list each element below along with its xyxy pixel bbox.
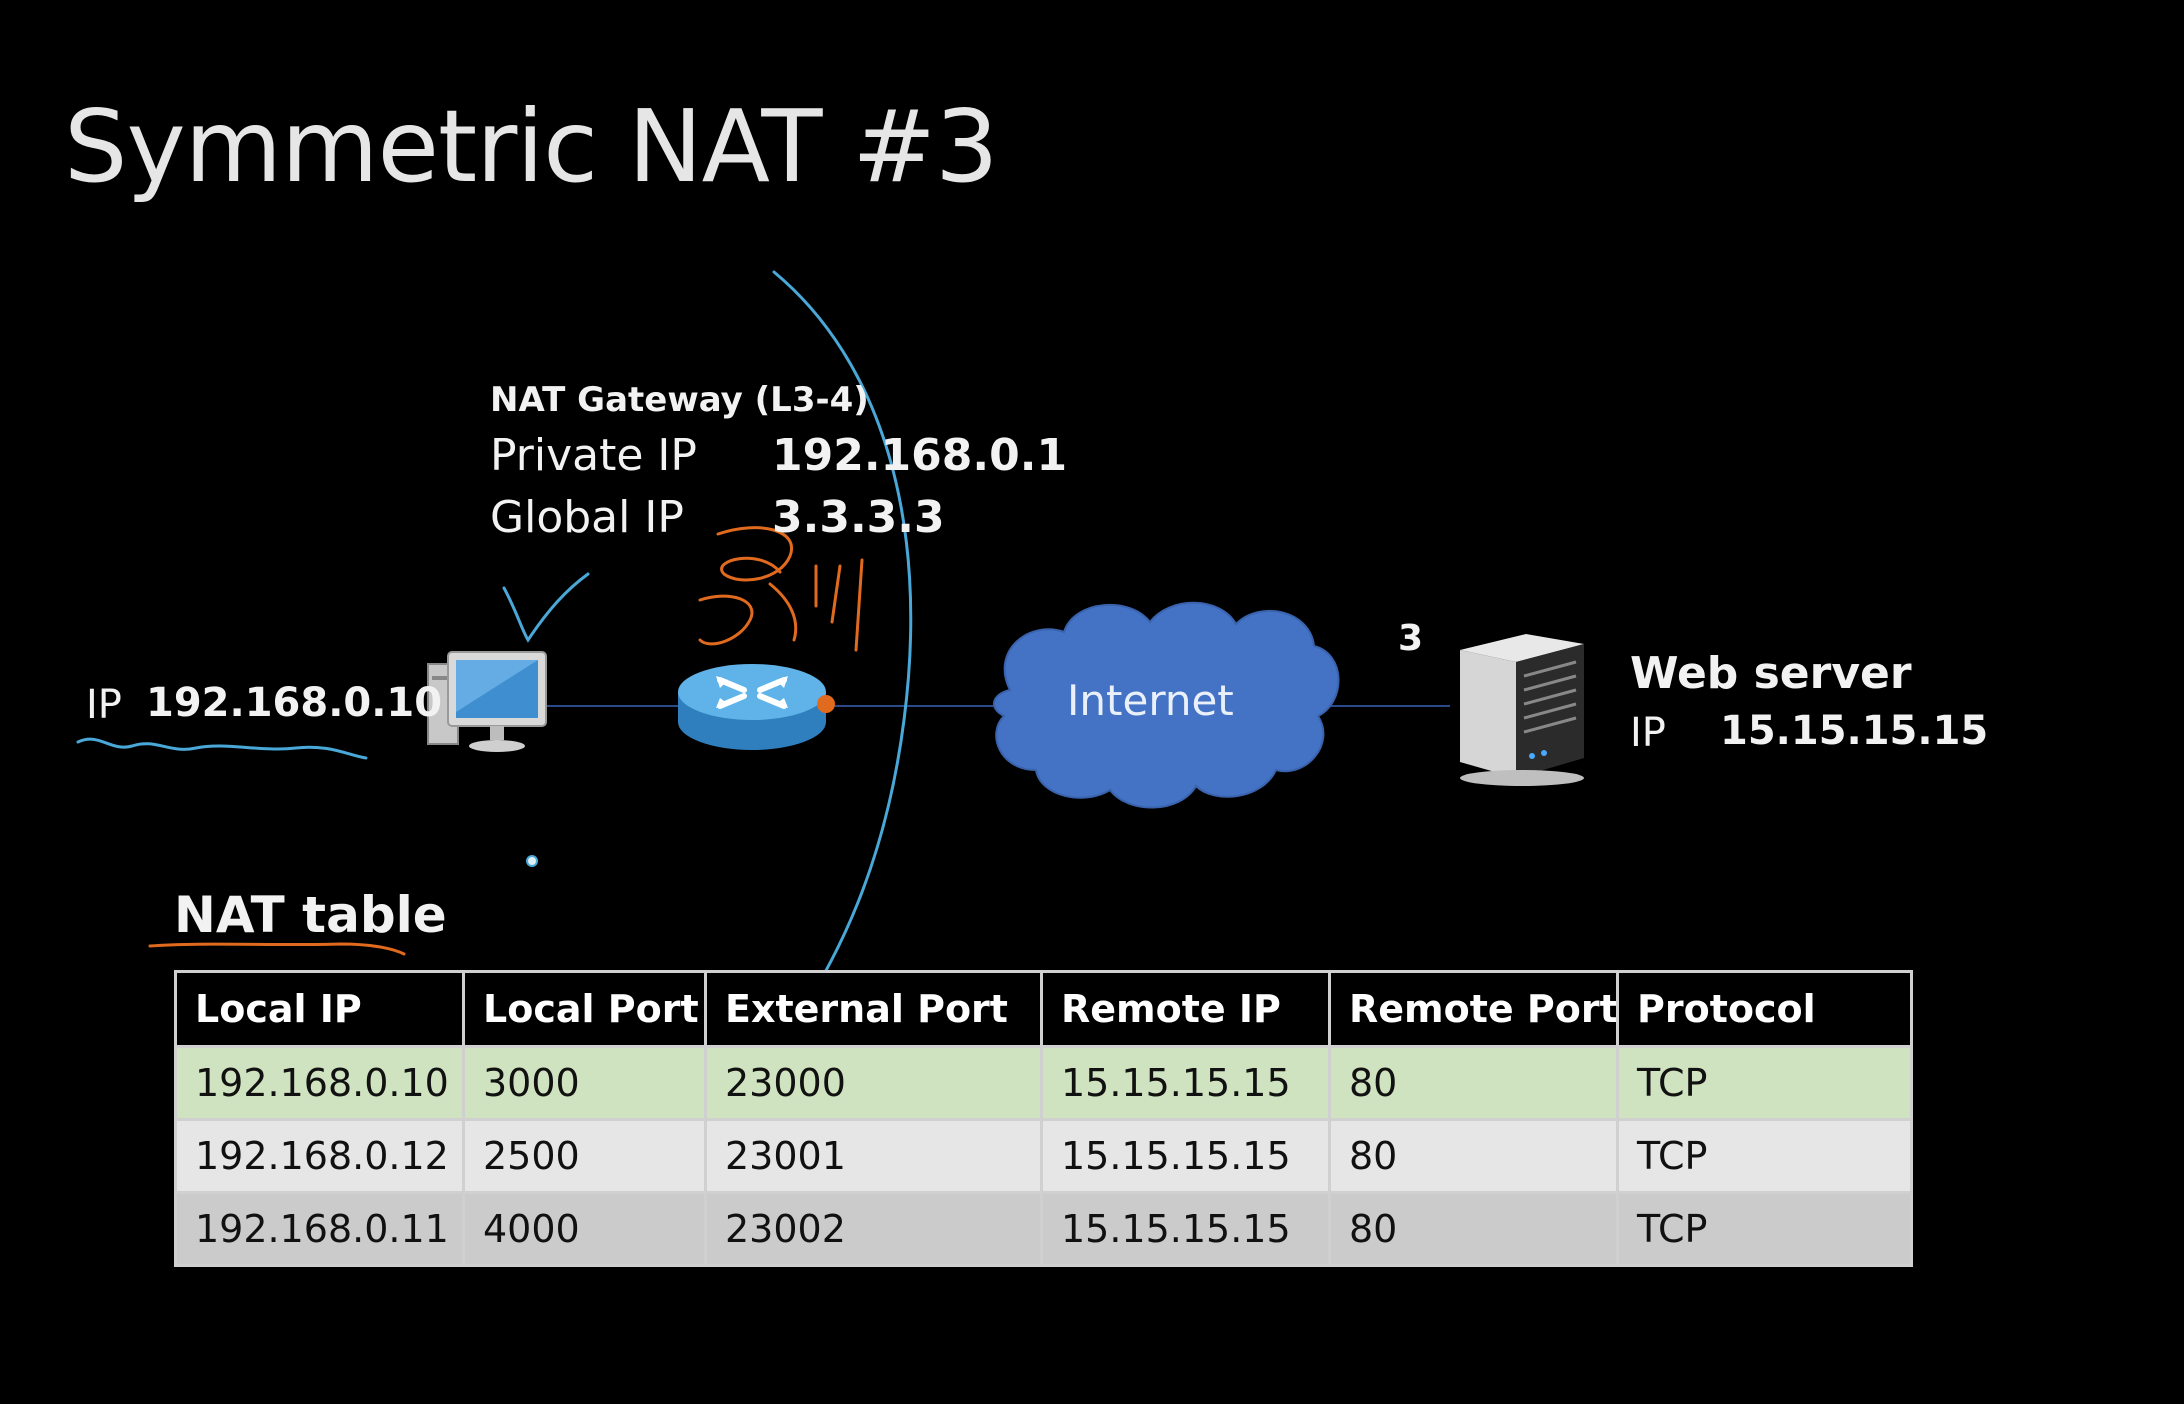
- slide-title: Symmetric NAT #3: [64, 88, 999, 205]
- cell-protocol: TCP: [1616, 1191, 1913, 1267]
- cell-remote-ip: 15.15.15.15: [1040, 1191, 1331, 1267]
- cell-external-port: 23000: [704, 1045, 1043, 1121]
- gateway-private-ip-label: Private IP: [490, 430, 697, 481]
- header-local-ip: Local IP: [174, 970, 465, 1048]
- table-row: 192.168.0.12 2500 23001 15.15.15.15 80 T…: [174, 1118, 1913, 1194]
- cell-local-ip: 192.168.0.12: [174, 1118, 465, 1194]
- annotation-count: 3: [1398, 618, 1424, 659]
- server-ip-value: 15.15.15.15: [1720, 708, 1989, 754]
- router-icon: [678, 664, 835, 750]
- boundary-curve-stroke: [772, 270, 913, 1046]
- cell-remote-port: 80: [1328, 1045, 1619, 1121]
- client-ip-value: 192.168.0.10: [146, 680, 443, 726]
- desktop-computer-icon: [427, 651, 547, 752]
- header-remote-port: Remote Port: [1328, 970, 1619, 1048]
- cell-local-ip: 192.168.0.10: [174, 1045, 465, 1121]
- cell-local-ip: 192.168.0.11: [174, 1191, 465, 1267]
- header-local-port: Local Port: [462, 970, 707, 1048]
- table-row: 192.168.0.10 3000 23000 15.15.15.15 80 T…: [174, 1045, 1913, 1121]
- scribble-stroke: [698, 526, 864, 652]
- blue-ink-annotations: [76, 270, 913, 1046]
- table-row: 192.168.0.11 4000 23002 15.15.15.15 80 T…: [174, 1191, 1913, 1267]
- server-tower-icon: [1460, 634, 1584, 786]
- nat-table: Local IP Local Port External Port Remote…: [174, 970, 1913, 1267]
- nat-table-header-row: Local IP Local Port External Port Remote…: [174, 970, 1913, 1048]
- cell-remote-port: 80: [1328, 1118, 1619, 1194]
- server-name: Web server: [1630, 648, 1912, 699]
- header-remote-ip: Remote IP: [1040, 970, 1331, 1048]
- underline-client-ip-stroke: [76, 737, 368, 760]
- cell-local-port: 3000: [462, 1045, 707, 1121]
- server-ip-label: IP: [1630, 710, 1666, 756]
- cloud-icon: [993, 601, 1340, 809]
- cell-local-port: 4000: [462, 1191, 707, 1267]
- gateway-global-ip-label: Global IP: [490, 492, 684, 543]
- nat-table-title: NAT table: [174, 886, 447, 944]
- cell-remote-ip: 15.15.15.15: [1040, 1118, 1331, 1194]
- underline-nat-table-stroke: [148, 942, 406, 956]
- cell-protocol: TCP: [1616, 1118, 1913, 1194]
- cell-protocol: TCP: [1616, 1045, 1913, 1121]
- internet-label: Internet: [1067, 676, 1234, 725]
- cell-local-port: 2500: [462, 1118, 707, 1194]
- gateway-private-ip-value: 192.168.0.1: [772, 430, 1068, 481]
- cell-remote-ip: 15.15.15.15: [1040, 1045, 1331, 1121]
- cell-external-port: 23001: [704, 1118, 1043, 1194]
- orange-ink-annotations: [148, 526, 864, 956]
- cell-external-port: 23002: [704, 1191, 1043, 1267]
- cursor-dot: [526, 855, 538, 867]
- cell-remote-port: 80: [1328, 1191, 1619, 1267]
- header-external-port: External Port: [704, 970, 1043, 1048]
- gateway-global-ip-value: 3.3.3.3: [772, 492, 945, 543]
- header-protocol: Protocol: [1616, 970, 1913, 1048]
- gateway-heading: NAT Gateway (L3-4): [490, 380, 869, 420]
- client-ip-label: IP: [86, 682, 122, 728]
- check-mark-stroke: [502, 572, 590, 643]
